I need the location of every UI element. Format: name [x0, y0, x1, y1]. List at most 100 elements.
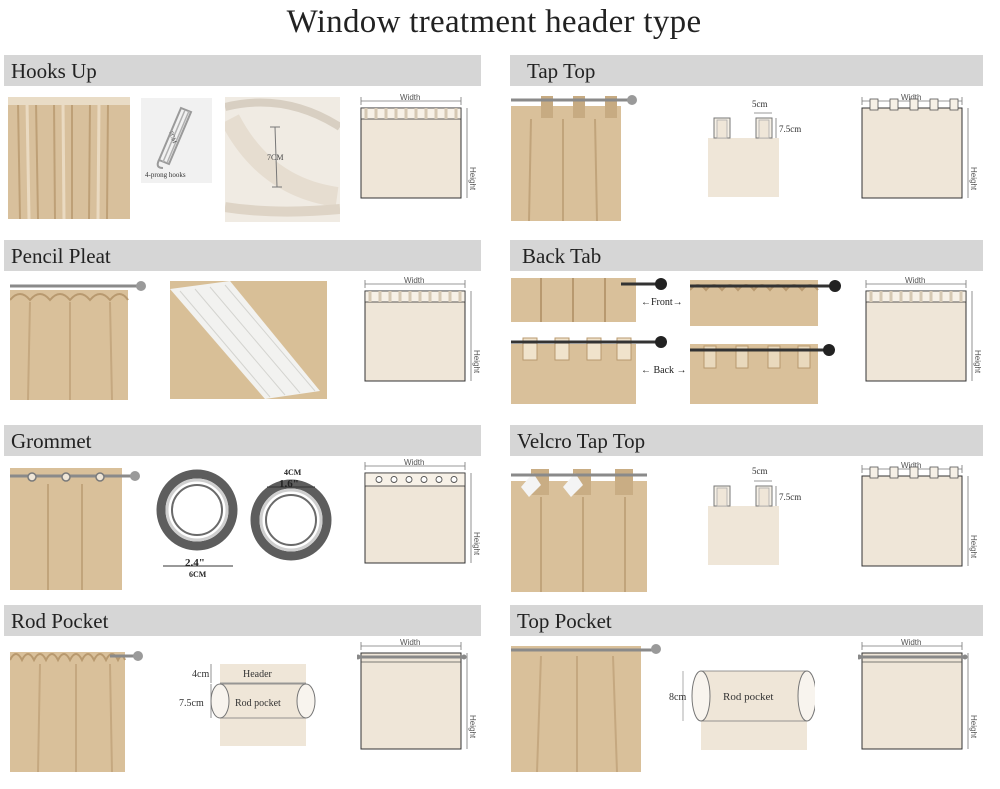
height-label: Height	[468, 715, 477, 739]
height-label: Height	[468, 167, 477, 191]
grommet-curtain-photo	[10, 462, 142, 590]
section-label-back-tab: Back Tab	[522, 244, 602, 268]
width-label: Width	[901, 638, 921, 647]
section-label-pencil-pleat: Pencil Pleat	[11, 244, 111, 268]
width-label: Width	[400, 93, 420, 102]
section-label-velcro-tap-top: Velcro Tap Top	[517, 429, 646, 453]
back-tab-front-label: ←Front→	[641, 297, 683, 308]
hook-photo-label: 7CM	[167, 131, 177, 145]
grommet-hole	[375, 476, 383, 483]
page-title: Window treatment header type	[286, 4, 702, 40]
width-label: Width	[400, 638, 420, 647]
tab	[889, 466, 899, 479]
tap-top-curtain-photo	[511, 94, 639, 221]
tab	[909, 466, 919, 479]
grommet-outer-cm: 6CM	[189, 570, 207, 579]
grommet-hole	[390, 476, 398, 483]
section-bar-top-pocket: Top Pocket	[510, 605, 983, 636]
tab	[949, 98, 959, 111]
hook-measure-label: 7CM	[267, 153, 283, 162]
tab	[869, 98, 879, 111]
velcro-tab-height: 7.5cm	[779, 492, 801, 502]
tab	[889, 98, 899, 111]
height-label: Height	[472, 532, 481, 556]
curtain-panel	[861, 475, 963, 567]
back-tab-front-photo-1	[511, 276, 671, 322]
tab	[949, 466, 959, 479]
height-label: Height	[969, 535, 978, 559]
width-label: Width	[404, 276, 424, 285]
grommet-ring-diagram: 4CM 1.6" 2.4" 6CM	[155, 465, 335, 585]
section-bar-tap-top: Tap Top	[510, 55, 983, 86]
pencil-pleat-curtain-photo	[10, 278, 148, 400]
curtain-panel	[364, 290, 466, 382]
width-label: Width	[404, 458, 424, 467]
tab	[869, 466, 879, 479]
height-label: Height	[472, 350, 481, 374]
rod-pocket-header-label: Header	[243, 669, 273, 680]
tab	[929, 98, 939, 111]
top-pocket-diagram: 8cm Rod pocket	[665, 665, 817, 753]
hook-measure-photo: 7CM	[225, 97, 340, 222]
section-label-grommet: Grommet	[11, 429, 92, 453]
top-pocket-cm: 8cm	[669, 692, 686, 703]
tap-top-tab-diagram: 5cm 7.5cm	[700, 92, 810, 198]
hook-photo-caption: 4-prong hooks	[145, 171, 186, 179]
velcro-tab-width: 5cm	[752, 466, 768, 476]
grommet-outer-in: 2.4"	[185, 557, 205, 569]
back-tab-front-photo-2	[690, 276, 845, 326]
pencil-pleat-tape-photo	[170, 281, 327, 399]
top-pocket-pocket-label: Rod pocket	[723, 691, 773, 703]
tab	[929, 466, 939, 479]
grommet-hole	[420, 476, 428, 483]
rod-pocket-pocket-cm: 7.5cm	[179, 698, 204, 709]
tap-top-tab-width: 5cm	[752, 99, 768, 109]
grommet-hole	[435, 476, 443, 483]
curtain-panel	[360, 652, 462, 750]
rod-pocket-diagram: 4cm 7.5cm Header Rod pocket	[175, 660, 320, 750]
section-bar-velcro-tap-top: Velcro Tap Top	[510, 425, 983, 456]
four-prong-hook-photo: 7CM 4-prong hooks	[141, 98, 212, 183]
grommet-hole	[450, 476, 458, 483]
width-label: Width	[905, 276, 925, 285]
height-label: Height	[969, 715, 978, 739]
grommet-hole	[405, 476, 413, 483]
section-label-top-pocket: Top Pocket	[517, 609, 612, 633]
section-bar-back-tab: Back Tab	[510, 240, 983, 271]
height-label: Height	[973, 350, 982, 374]
back-tab-back-photo-2	[690, 340, 840, 404]
width-label: Width	[901, 461, 921, 470]
rod-pocket-curtain-photo	[10, 642, 145, 772]
section-label-tap-top: Tap Top	[527, 59, 596, 83]
velcro-tap-top-curtain-photo	[511, 467, 647, 592]
grommet-inner-cm: 4CM	[284, 468, 302, 477]
tab	[909, 98, 919, 111]
top-pocket-curtain-photo	[511, 642, 661, 772]
section-label-hooks-up: Hooks Up	[11, 59, 97, 83]
back-tab-back-photo-1	[511, 334, 671, 404]
rod-pocket-header-cm: 4cm	[192, 669, 209, 680]
height-label: Height	[969, 167, 978, 191]
curtain-panel	[861, 652, 963, 750]
curtain-panel	[364, 472, 466, 564]
curtain-panel	[865, 290, 967, 382]
width-label: Width	[901, 93, 921, 102]
hooks-up-curtain-photo	[8, 97, 130, 219]
section-bar-hooks-up: Hooks Up	[4, 55, 481, 86]
section-bar-pencil-pleat: Pencil Pleat	[4, 240, 481, 271]
tap-top-tab-height: 7.5cm	[779, 124, 801, 134]
back-tab-back-label: ← Back →	[641, 365, 687, 376]
grommet-inner-in: 1.6"	[279, 478, 299, 490]
rod-pocket-pocket-label: Rod pocket	[235, 698, 281, 709]
section-bar-rod-pocket: Rod Pocket	[4, 605, 481, 636]
velcro-tap-top-tab-diagram: 5cm 7.5cm	[700, 460, 810, 566]
curtain-panel	[360, 107, 462, 199]
